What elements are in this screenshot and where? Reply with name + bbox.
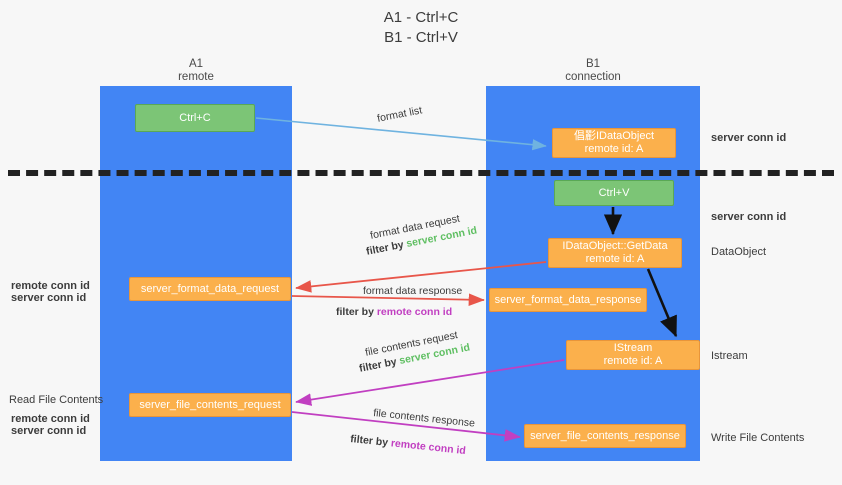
left-label-server-conn-id-lower: server conn id: [11, 425, 87, 437]
box-ctrl-v-label: Ctrl+V: [598, 186, 630, 199]
left-label-server-conn-id-upper: server conn id: [11, 292, 87, 304]
box-server-file-contents-request[interactable]: server_file_contents_request: [129, 393, 291, 417]
right-label-server-conn-id-top: server conn id: [711, 132, 787, 144]
box-server-file-contents-response-label: server_file_contents_response: [530, 429, 680, 442]
lane-header-a1: A1 remote: [116, 58, 276, 84]
box-server-file-contents-response[interactable]: server_file_contents_response: [524, 424, 686, 448]
filter-value-remote-conn-id: remote conn id: [376, 306, 453, 318]
arrow-format-list: [255, 117, 547, 151]
arrow-format-data-request: [295, 261, 547, 293]
box-idataobject[interactable]: 倡彲IDataObject remote id: A: [552, 128, 676, 158]
filter-prefix: filter by: [336, 306, 377, 318]
box-ctrl-c[interactable]: Ctrl+C: [135, 104, 255, 132]
box-idataobject-getdata[interactable]: IDataObject::GetData remote id: A: [548, 238, 682, 268]
box-getdata-line2: remote id: A: [585, 253, 645, 265]
box-ctrl-c-label: Ctrl+C: [179, 111, 211, 124]
box-getdata-line1: IDataObject::GetData: [562, 240, 668, 252]
arrow-format-data-response: [291, 293, 485, 306]
box-server-format-data-request[interactable]: server_format_data_request: [129, 277, 291, 301]
right-label-write-file-contents: Write File Contents: [711, 432, 805, 444]
box-istream-line1: IStream: [613, 342, 653, 354]
right-label-dataobject: DataObject: [711, 246, 767, 258]
page-title: A1 - Ctrl+C B1 - Ctrl+V: [0, 8, 842, 48]
left-label-remote-conn-id-upper: remote conn id: [11, 280, 90, 292]
title-line-1: A1 - Ctrl+C: [383, 9, 459, 26]
box-idataobject-line2: remote id: A: [584, 143, 644, 155]
annotation-format-data-response-filter: filter by remote conn id: [336, 305, 452, 319]
box-server-format-data-response[interactable]: server_format_data_response: [489, 288, 647, 312]
arrow-file-contents-response: [291, 411, 521, 442]
right-label-istream: Istream: [711, 350, 748, 362]
lane-header-b1: B1 connection: [513, 58, 673, 84]
box-ctrl-v[interactable]: Ctrl+V: [554, 180, 674, 206]
lane-b1-name: B1: [585, 58, 601, 70]
arrow-file-contents-request: [295, 359, 565, 406]
box-istream-line2: remote id: A: [603, 355, 663, 367]
left-label-read-file-contents: Read File Contents: [9, 394, 104, 406]
right-label-server-conn-id-mid: server conn id: [711, 211, 787, 223]
box-server-format-data-response-label: server_format_data_response: [494, 293, 642, 306]
annotation-format-data-response: format data response: [363, 285, 463, 297]
title-line-2: B1 - Ctrl+V: [384, 29, 458, 46]
box-server-file-contents-request-label: server_file_contents_request: [139, 398, 281, 411]
left-label-remote-conn-id-lower: remote conn id: [11, 413, 90, 425]
dashed-divider: [8, 170, 834, 176]
box-istream[interactable]: IStream remote id: A: [566, 340, 700, 370]
arrow-getdata-istream: [646, 268, 678, 338]
lane-a1-sub: remote: [178, 71, 214, 83]
box-server-format-data-request-label: server_format_data_request: [140, 282, 280, 295]
lane-a1-name: A1: [188, 58, 204, 70]
lane-b1-sub: connection: [565, 71, 621, 83]
box-idataobject-line1: 倡彲IDataObject: [573, 130, 655, 142]
